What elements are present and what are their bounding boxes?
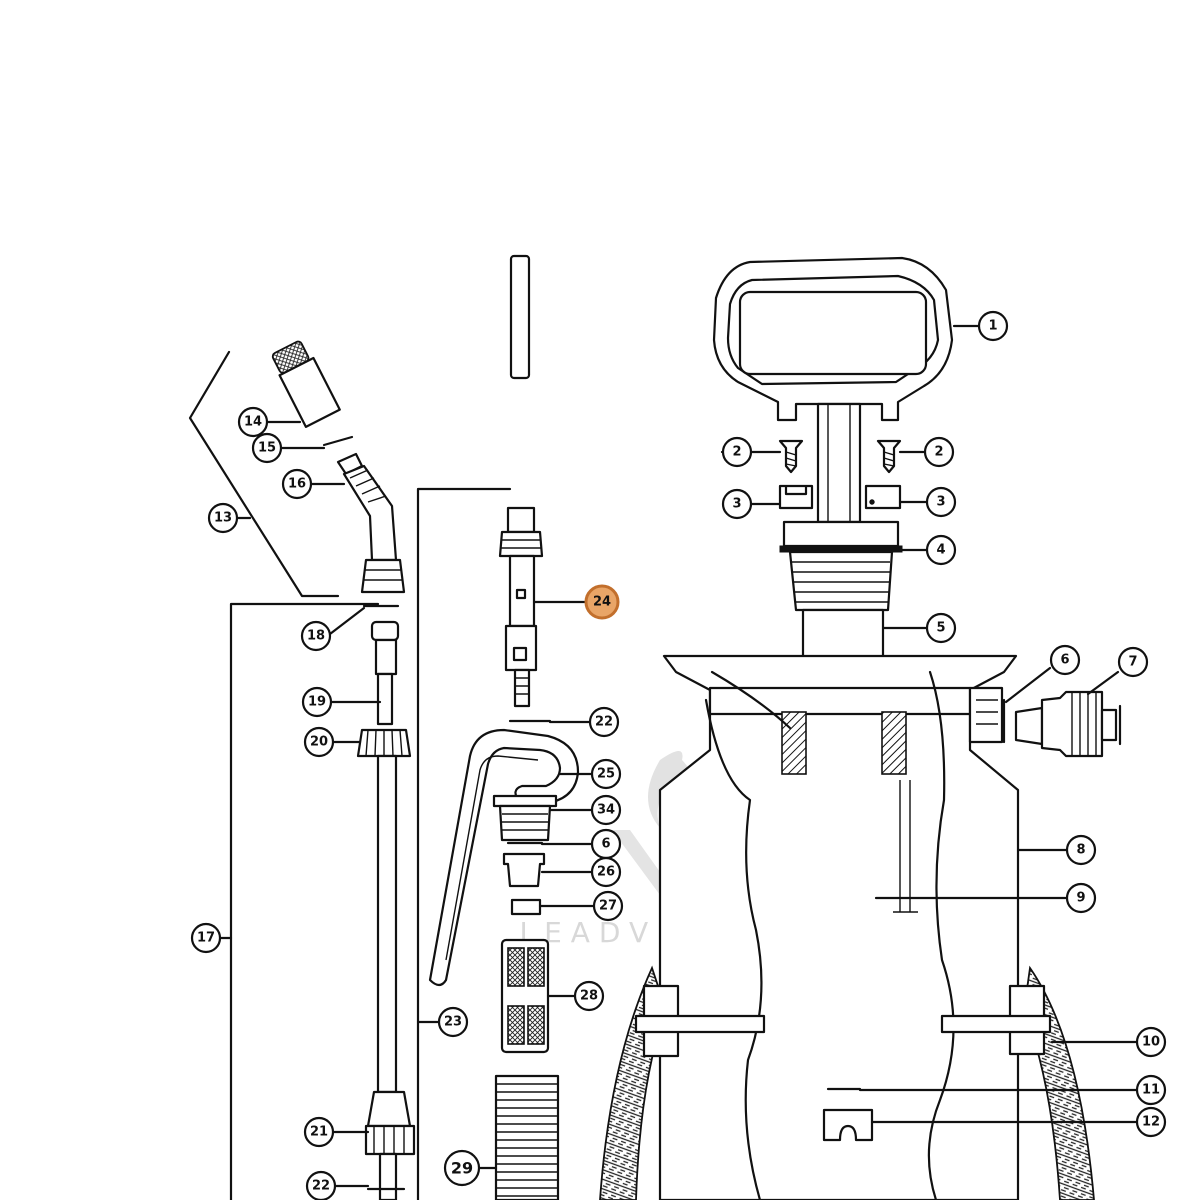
callout-1: 1 [977,310,1009,342]
callout-25: 25 [590,758,622,790]
svg-text:27: 27 [599,899,617,914]
callout-15: 15 [251,432,283,464]
callouts: 1 2 2 3 3 4 5 6 7 8 9 10 11 12 13 14 15 … [190,310,1167,1200]
callout-27: 27 [592,890,624,922]
bracket-13 [188,350,340,598]
svg-text:26: 26 [597,865,615,880]
base-clip-12 [822,1108,874,1142]
seat-26 [502,852,546,888]
wand-tube [356,620,416,1200]
svg-text:6: 6 [601,837,610,852]
callout-2-left: 2 [721,436,753,468]
hose-29 [494,1074,560,1200]
screw-right [876,439,902,474]
extension-tube [509,254,531,380]
svg-text:10: 10 [1142,1035,1160,1050]
washer-15 [322,435,354,447]
callout-6-valve: 6 [590,828,622,860]
svg-text:1: 1 [988,319,997,334]
callout-3-right: 3 [925,486,957,518]
svg-text:18: 18 [307,629,325,644]
svg-text:3: 3 [936,495,945,510]
svg-text:25: 25 [597,767,615,782]
tank-body [658,654,1020,1200]
callout-19: 19 [301,686,333,718]
svg-text:15: 15 [258,441,276,456]
filter-28 [500,938,550,1054]
callout-29: 29 [443,1149,481,1187]
svg-text:17: 17 [197,931,215,946]
svg-text:21: 21 [310,1125,328,1140]
svg-text:11: 11 [1142,1083,1160,1098]
callout-13: 13 [207,502,239,534]
svg-text:7: 7 [1128,655,1137,670]
svg-text:6: 6 [1060,653,1069,668]
callout-22-wand: 22 [305,1170,337,1200]
callout-23: 23 [437,1006,469,1038]
bracket-17 [229,602,380,1200]
svg-text:2: 2 [732,445,741,460]
valve-stem-24 [498,506,544,708]
pump-cap [779,520,903,612]
callout-10: 10 [1135,1026,1167,1058]
valve-body-34 [492,794,558,842]
svg-text:12: 12 [1142,1115,1160,1130]
pump-handle [712,256,954,422]
svg-text:20: 20 [310,735,328,750]
callout-24-highlighted[interactable]: 24 [584,584,620,620]
svg-text:9: 9 [1076,891,1085,906]
callout-16: 16 [281,468,313,500]
svg-text:24: 24 [593,595,611,610]
svg-text:23: 23 [444,1015,462,1030]
callout-3-left: 3 [721,488,753,520]
strap-left [599,965,766,1200]
svg-text:2: 2 [934,445,943,460]
callout-14: 14 [237,406,269,438]
svg-text:16: 16 [288,477,306,492]
callout-12: 12 [1135,1106,1167,1138]
svg-text:29: 29 [451,1159,473,1178]
outlet-fitting [968,686,1006,744]
callout-21: 21 [303,1116,335,1148]
strap-right [940,965,1095,1200]
callout-34: 34 [590,794,622,826]
callout-28: 28 [573,980,605,1012]
callout-7: 7 [1117,646,1149,678]
callout-5: 5 [925,612,957,644]
svg-text:22: 22 [312,1179,330,1194]
svg-text:34: 34 [597,803,615,818]
svg-text:22: 22 [595,715,613,730]
callout-17: 17 [190,922,222,954]
callout-18: 18 [300,620,332,652]
callout-9: 9 [1065,882,1097,914]
hose-connector [1014,690,1122,758]
svg-text:14: 14 [244,415,262,430]
svg-text:28: 28 [580,989,598,1004]
handle-brackets [778,484,902,510]
elbow-16 [336,452,406,594]
screw-left [778,439,804,474]
pump-rod [816,402,862,524]
callout-2-right: 2 [923,436,955,468]
insert-27 [510,898,542,916]
nozzle-14 [271,340,341,429]
svg-text:4: 4 [936,543,945,558]
svg-text:13: 13 [214,511,232,526]
callout-8: 8 [1065,834,1097,866]
callout-4: 4 [925,534,957,566]
svg-text:8: 8 [1076,843,1085,858]
leader-lines [219,324,1138,1188]
svg-text:5: 5 [936,621,945,636]
callout-11: 11 [1135,1074,1167,1106]
callout-20: 20 [303,726,335,758]
svg-text:3: 3 [732,497,741,512]
callout-6-tank: 6 [1049,644,1081,676]
callout-26: 26 [590,856,622,888]
trigger-25 [428,728,580,987]
bracket-23 [416,487,512,1200]
callout-22-valve: 22 [588,706,620,738]
svg-text:19: 19 [308,695,326,710]
